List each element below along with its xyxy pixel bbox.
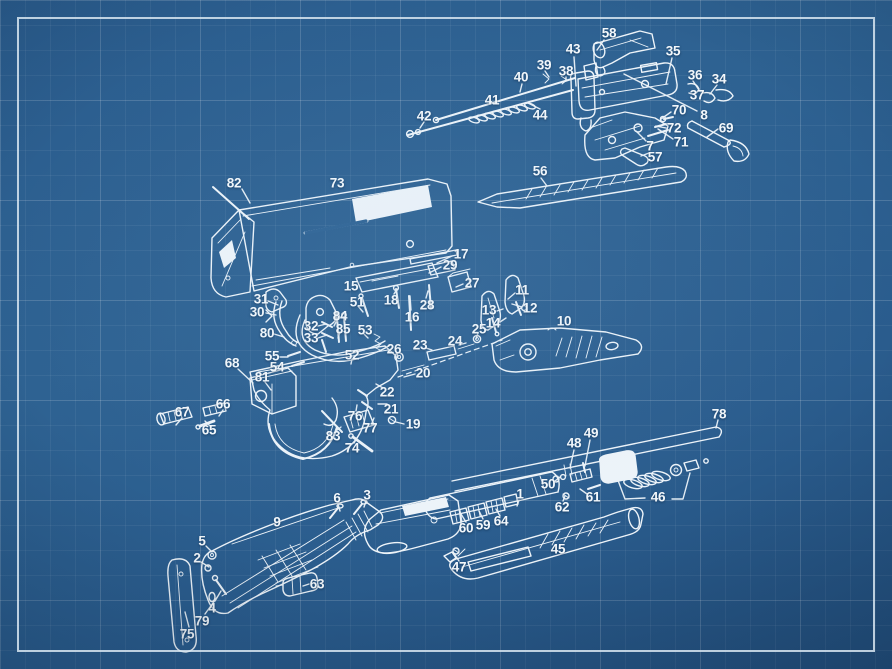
part-label-54: 54	[269, 359, 285, 375]
part-label-83: 83	[325, 428, 341, 444]
part-label-60: 60	[458, 520, 474, 536]
part-label-62: 62	[554, 499, 570, 515]
part-label-42: 42	[416, 108, 432, 124]
part-label-21: 21	[383, 401, 399, 417]
trigger-group-drawing	[249, 274, 528, 460]
part-label-39: 39	[536, 57, 552, 73]
part-label-16: 16	[404, 309, 420, 325]
part-label-44: 44	[532, 107, 548, 123]
part-label-33: 33	[303, 330, 319, 346]
part-label-63: 63	[309, 576, 325, 592]
part-label-81: 81	[254, 369, 270, 385]
part-label-66: 66	[215, 396, 231, 412]
part-label-79: 79	[194, 613, 210, 629]
part-label-30: 30	[249, 304, 265, 320]
part-label-2: 2	[193, 550, 201, 566]
part-label-49: 49	[583, 425, 599, 441]
part-label-71: 71	[673, 134, 689, 150]
part-label-38: 38	[558, 63, 574, 79]
part-label-51: 51	[349, 294, 365, 310]
part-label-34: 34	[711, 71, 727, 87]
part-label-47: 47	[451, 559, 467, 575]
bolt-slide-drawing	[491, 327, 643, 373]
part-label-6: 6	[333, 490, 341, 506]
part-label-19: 19	[405, 416, 421, 432]
part-label-29: 29	[442, 257, 458, 273]
part-label-57: 57	[647, 149, 663, 165]
receiver-drawing	[210, 178, 472, 331]
part-label-50: 50	[540, 476, 556, 492]
part-label-7: 7	[646, 138, 654, 154]
part-label-41: 41	[484, 92, 500, 108]
part-label-40: 40	[513, 69, 529, 85]
part-label-31: 31	[253, 291, 269, 307]
blueprint-frame	[17, 17, 875, 652]
part-label-9: 9	[273, 514, 281, 530]
part-label-36: 36	[687, 67, 703, 83]
part-label-73: 73	[329, 175, 345, 191]
part-label-25: 25	[471, 321, 487, 337]
barrel-chamber-drawing	[363, 471, 560, 563]
part-label-22: 22	[379, 384, 395, 400]
part-label-27: 27	[464, 275, 480, 291]
part-label-53: 53	[357, 322, 373, 338]
part-label-65: 65	[201, 422, 217, 438]
part-label-67: 67	[174, 404, 190, 420]
part-label-46: 46	[650, 489, 666, 505]
operating-bar-drawing	[477, 165, 688, 209]
part-label-12: 12	[522, 300, 538, 316]
part-label-10: 10	[556, 313, 572, 329]
part-label-61: 61	[585, 489, 601, 505]
part-label-55: 55	[264, 348, 280, 364]
part-label-84: 84	[332, 308, 348, 324]
stock-drawing	[167, 498, 384, 653]
part-label-48: 48	[566, 435, 582, 451]
part-label-35: 35	[665, 43, 681, 59]
part-label-17: 17	[453, 246, 469, 262]
magazine-tube-drawing	[449, 426, 723, 525]
breech-bolt-drawing	[405, 30, 678, 139]
part-label-82: 82	[226, 175, 242, 191]
part-label-24: 24	[447, 333, 463, 349]
part-label-43: 43	[565, 41, 581, 57]
part-label-52: 52	[344, 347, 360, 363]
part-label-32: 32	[303, 318, 319, 334]
part-label-80: 80	[259, 325, 275, 341]
part-label-72: 72	[666, 120, 682, 136]
part-label-77: 77	[362, 420, 378, 436]
part-label-1: 1	[516, 486, 524, 502]
leader-lines	[175, 39, 719, 628]
part-label-85: 85	[335, 321, 351, 337]
part-label-11: 11	[515, 282, 529, 298]
part-label-4: 4	[208, 600, 216, 616]
part-label-23: 23	[412, 337, 428, 353]
forearm-drawing	[449, 506, 644, 580]
part-label-8: 8	[700, 107, 708, 123]
part-label-5: 5	[198, 533, 206, 549]
part-label-68: 68	[224, 355, 240, 371]
part-label-56: 56	[532, 163, 548, 179]
part-label-45: 45	[550, 541, 566, 557]
part-label-26: 26	[386, 341, 402, 357]
part-label-3: 3	[363, 487, 371, 503]
carrier-assembly-drawing	[584, 82, 750, 167]
part-label-64: 64	[493, 513, 509, 529]
part-label-37: 37	[689, 87, 705, 103]
part-label-13: 13	[481, 302, 497, 318]
part-label-18: 18	[383, 292, 399, 308]
part-label-70: 70	[671, 102, 687, 118]
part-label-69: 69	[718, 120, 734, 136]
part-label-15: 15	[343, 278, 359, 294]
part-label-75: 75	[179, 626, 195, 642]
part-label-58: 58	[601, 25, 617, 41]
part-label-28: 28	[419, 297, 435, 313]
part-label-59: 59	[475, 517, 491, 533]
part-label-20: 20	[415, 365, 431, 381]
part-label-76: 76	[347, 408, 363, 424]
part-label-14: 14	[485, 315, 501, 331]
part-label-78: 78	[711, 406, 727, 422]
part-label-74: 74	[344, 440, 360, 456]
